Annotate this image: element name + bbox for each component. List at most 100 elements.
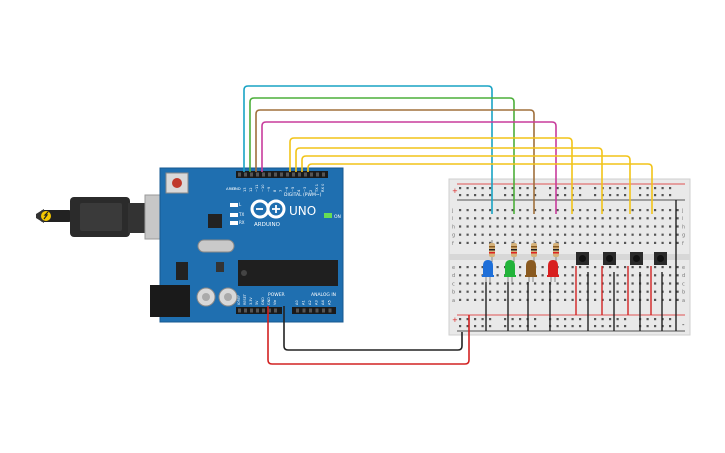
breadboard-hole[interactable]: [466, 274, 469, 277]
breadboard-hole[interactable]: [541, 209, 544, 212]
breadboard-hole[interactable]: [474, 217, 477, 220]
breadboard-hole[interactable]: [661, 233, 664, 236]
breadboard-hole[interactable]: [504, 225, 507, 228]
breadboard-hole[interactable]: [556, 290, 559, 293]
rail-hole[interactable]: [556, 187, 559, 190]
breadboard-hole[interactable]: [631, 217, 634, 220]
rail-hole[interactable]: [474, 318, 477, 321]
rail-hole[interactable]: [624, 318, 627, 321]
breadboard-hole[interactable]: [459, 290, 462, 293]
rail-hole[interactable]: [459, 194, 462, 197]
breadboard-hole[interactable]: [654, 225, 657, 228]
breadboard-hole[interactable]: [474, 225, 477, 228]
breadboard-hole[interactable]: [646, 233, 649, 236]
breadboard-hole[interactable]: [676, 282, 679, 285]
rail-hole[interactable]: [579, 325, 582, 328]
rail-hole[interactable]: [459, 325, 462, 328]
breadboard-hole[interactable]: [556, 217, 559, 220]
breadboard-hole[interactable]: [571, 298, 574, 301]
breadboard-hole[interactable]: [631, 266, 634, 269]
breadboard-hole[interactable]: [654, 282, 657, 285]
breadboard-hole[interactable]: [511, 233, 514, 236]
rail-hole[interactable]: [549, 194, 552, 197]
breadboard-hole[interactable]: [609, 282, 612, 285]
breadboard-hole[interactable]: [496, 233, 499, 236]
wire-yellow-1[interactable]: [289, 137, 573, 214]
breadboard-hole[interactable]: [564, 233, 567, 236]
breadboard-hole[interactable]: [624, 282, 627, 285]
breadboard-hole[interactable]: [541, 274, 544, 277]
rail-hole[interactable]: [564, 318, 567, 321]
breadboard-hole[interactable]: [669, 290, 672, 293]
breadboard-hole[interactable]: [534, 217, 537, 220]
breadboard-hole[interactable]: [511, 225, 514, 228]
breadboard-hole[interactable]: [519, 274, 522, 277]
breadboard-hole[interactable]: [601, 217, 604, 220]
breadboard-hole[interactable]: [624, 233, 627, 236]
breadboard-hole[interactable]: [556, 225, 559, 228]
breadboard-hole[interactable]: [556, 282, 559, 285]
led-blue[interactable]: [482, 260, 494, 282]
breadboard-hole[interactable]: [556, 241, 559, 244]
breadboard-hole[interactable]: [646, 290, 649, 293]
breadboard-hole[interactable]: [661, 266, 664, 269]
breadboard-hole[interactable]: [489, 233, 492, 236]
breadboard-hole[interactable]: [661, 217, 664, 220]
breadboard-hole[interactable]: [639, 209, 642, 212]
breadboard-hole[interactable]: [474, 266, 477, 269]
breadboard-hole[interactable]: [541, 282, 544, 285]
breadboard-hole[interactable]: [564, 225, 567, 228]
breadboard-hole[interactable]: [474, 241, 477, 244]
breadboard-hole[interactable]: [676, 217, 679, 220]
breadboard-hole[interactable]: [631, 209, 634, 212]
breadboard-hole[interactable]: [459, 298, 462, 301]
breadboard-hole[interactable]: [586, 217, 589, 220]
breadboard-hole[interactable]: [474, 209, 477, 212]
breadboard-hole[interactable]: [669, 209, 672, 212]
breadboard-hole[interactable]: [556, 298, 559, 301]
rail-hole[interactable]: [466, 318, 469, 321]
breadboard-hole[interactable]: [466, 217, 469, 220]
rail-hole[interactable]: [489, 187, 492, 190]
breadboard-hole[interactable]: [594, 290, 597, 293]
rail-hole[interactable]: [609, 318, 612, 321]
breadboard-hole[interactable]: [616, 217, 619, 220]
rail-hole[interactable]: [624, 187, 627, 190]
rail-hole[interactable]: [594, 187, 597, 190]
breadboard-hole[interactable]: [466, 282, 469, 285]
led-brown[interactable]: [525, 260, 537, 282]
breadboard-hole[interactable]: [526, 233, 529, 236]
breadboard-hole[interactable]: [586, 233, 589, 236]
rail-hole[interactable]: [609, 194, 612, 197]
breadboard-hole[interactable]: [646, 217, 649, 220]
breadboard-hole[interactable]: [474, 290, 477, 293]
breadboard-hole[interactable]: [676, 225, 679, 228]
breadboard-hole[interactable]: [534, 282, 537, 285]
rail-hole[interactable]: [669, 187, 672, 190]
breadboard-hole[interactable]: [481, 241, 484, 244]
breadboard-hole[interactable]: [466, 225, 469, 228]
breadboard-hole[interactable]: [504, 282, 507, 285]
rail-hole[interactable]: [654, 194, 657, 197]
rail-hole[interactable]: [511, 187, 514, 190]
breadboard-hole[interactable]: [646, 241, 649, 244]
breadboard-hole[interactable]: [534, 290, 537, 293]
breadboard-hole[interactable]: [646, 266, 649, 269]
breadboard-hole[interactable]: [459, 266, 462, 269]
breadboard-hole[interactable]: [526, 209, 529, 212]
breadboard-hole[interactable]: [676, 290, 679, 293]
breadboard-hole[interactable]: [466, 241, 469, 244]
rail-hole[interactable]: [661, 194, 664, 197]
rail-hole[interactable]: [526, 194, 529, 197]
rail-hole[interactable]: [466, 194, 469, 197]
rail-hole[interactable]: [564, 194, 567, 197]
breadboard-hole[interactable]: [489, 282, 492, 285]
rail-hole[interactable]: [594, 194, 597, 197]
breadboard-hole[interactable]: [481, 233, 484, 236]
rail-hole[interactable]: [654, 318, 657, 321]
breadboard-hole[interactable]: [459, 241, 462, 244]
rail-hole[interactable]: [504, 318, 507, 321]
breadboard-hole[interactable]: [541, 290, 544, 293]
breadboard-hole[interactable]: [676, 274, 679, 277]
breadboard-hole[interactable]: [489, 209, 492, 212]
